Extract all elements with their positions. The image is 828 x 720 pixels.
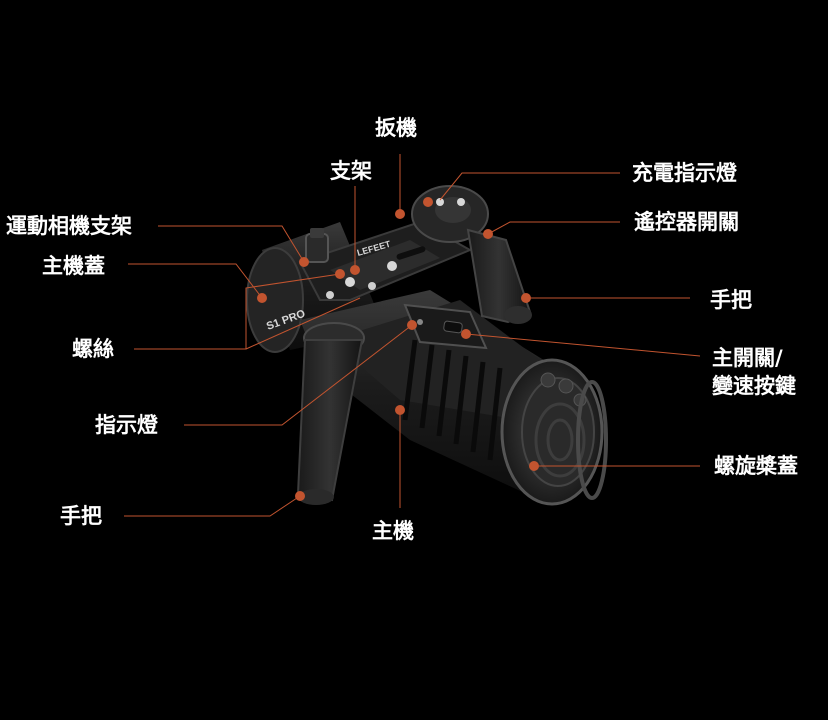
- leader-main-cover: [128, 263, 263, 299]
- label-screw: 螺絲: [72, 337, 114, 361]
- label-trigger: 扳機: [375, 116, 417, 140]
- leader-indicator: [184, 324, 413, 426]
- left-handle-shape: [296, 322, 365, 505]
- label-main-switch-1: 主開關/: [712, 346, 783, 370]
- propeller-cover-shape: [500, 358, 608, 506]
- label-handle-right: 手把: [710, 288, 752, 312]
- label-indicator: 指示燈: [95, 413, 158, 437]
- label-main-switch-2: 變速按鍵: [712, 374, 796, 398]
- label-remote-switch: 遙控器開關: [634, 210, 739, 234]
- label-main-unit: 主機: [372, 519, 414, 543]
- label-bracket: 支架: [330, 159, 372, 183]
- dot-screw: [335, 269, 345, 279]
- leader-dots: [257, 197, 539, 501]
- dot-handle-left: [295, 491, 305, 501]
- leader-camera-mount: [158, 225, 305, 263]
- dot-trigger: [395, 209, 405, 219]
- right-handle-shape: [466, 228, 532, 324]
- dot-indicator: [407, 320, 417, 330]
- leader-remote-switch: [487, 221, 620, 235]
- leader-screw-2: [245, 297, 361, 350]
- dot-main-switch: [461, 329, 471, 339]
- camera-mount-shape: [305, 228, 329, 263]
- leader-screw: [134, 273, 341, 350]
- leader-lines: [124, 154, 701, 517]
- dot-handle-right: [521, 293, 531, 303]
- dot-propeller-cover: [529, 461, 539, 471]
- dot-charge-indicator: [423, 197, 433, 207]
- label-handle-left: 手把: [60, 504, 102, 528]
- remote-shape: [411, 185, 489, 243]
- label-propeller-cover: 螺旋槳蓋: [714, 454, 798, 478]
- leader-main-switch: [465, 333, 701, 357]
- bracket-shape: [298, 220, 473, 301]
- dot-main-unit: [395, 405, 405, 415]
- dot-bracket: [350, 265, 360, 275]
- dot-main-cover: [257, 293, 267, 303]
- leader-charge-indicator: [439, 172, 620, 201]
- label-main-cover: 主機蓋: [42, 254, 105, 278]
- dot-camera-mount: [299, 257, 309, 267]
- label-action-cam-mount: 運動相機支架: [6, 214, 132, 238]
- dot-remote-switch: [483, 229, 493, 239]
- leader-handle-left: [124, 495, 301, 517]
- label-charge-indicator: 充電指示燈: [632, 161, 737, 185]
